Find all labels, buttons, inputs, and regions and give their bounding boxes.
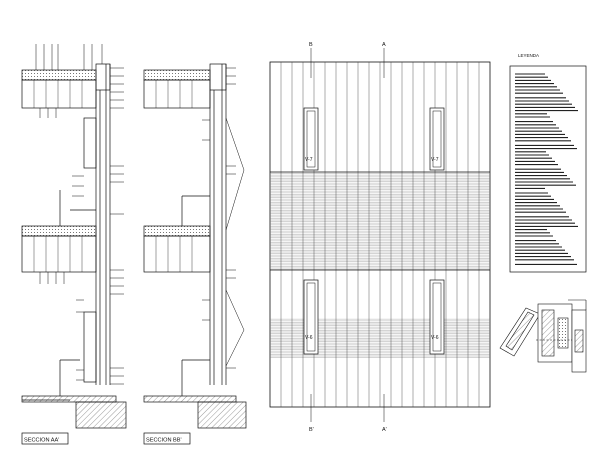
mid-joists: [33, 236, 83, 272]
window-v7-left: [303, 107, 319, 171]
callouts-left-aa: [39, 108, 84, 381]
mid-slab-lower-bb: [143, 235, 211, 273]
mid-slab: [21, 225, 97, 237]
legend-box: [509, 65, 587, 273]
axis-label-a-bottom: A': [382, 427, 387, 433]
parapet-bb: [209, 63, 227, 91]
parapet: [95, 63, 111, 91]
roof-slab-lower-bb: [143, 79, 211, 109]
brace-lower: [225, 289, 245, 367]
facade-window-lower: [83, 311, 97, 383]
legend: [509, 65, 587, 273]
roof-slab-bb: [143, 69, 211, 81]
section-bb: [143, 63, 247, 445]
window-tag-v7-left: V-7: [305, 157, 313, 163]
footing: [75, 401, 127, 429]
window-v6-right: [429, 279, 445, 355]
mid-slab-bb: [143, 225, 211, 237]
window-tag-v6-left: V-6: [305, 335, 313, 341]
facade-window-upper: [83, 117, 97, 169]
section-aa-label: SECCION AA': [24, 438, 59, 444]
panel-lines: [280, 62, 480, 407]
footing-bb: [197, 401, 247, 429]
axis-label-b-top: B: [309, 42, 313, 48]
section-aa: [21, 44, 127, 445]
mid-slab-lower: [21, 235, 97, 273]
legend-title: LEYENDA: [518, 53, 539, 58]
section-bb-label: SECCION BB': [146, 438, 182, 444]
key-plan: [499, 299, 587, 373]
callouts-right-aa: [110, 67, 124, 385]
section-aa-label-box: [21, 432, 69, 445]
section-bb-label-box: [143, 432, 191, 445]
window-v7-right: [429, 107, 445, 171]
ground-slab-bb: [143, 395, 237, 403]
elevation: [269, 48, 491, 422]
roof-slab: [21, 69, 97, 81]
roof-slab-lower: [21, 79, 97, 109]
roof-joists: [33, 80, 83, 108]
window-v6-left: [303, 279, 319, 355]
legend-text-block: [515, 73, 578, 265]
window-tag-v7-right: V-7: [431, 157, 439, 163]
brace-upper: [225, 117, 245, 231]
window-tag-v6-right: V-6: [431, 335, 439, 341]
ground-slab: [21, 395, 117, 403]
axis-label-b-bottom: B': [309, 427, 314, 433]
top-ticks: [35, 44, 103, 70]
axis-label-a-top: A: [382, 42, 386, 48]
